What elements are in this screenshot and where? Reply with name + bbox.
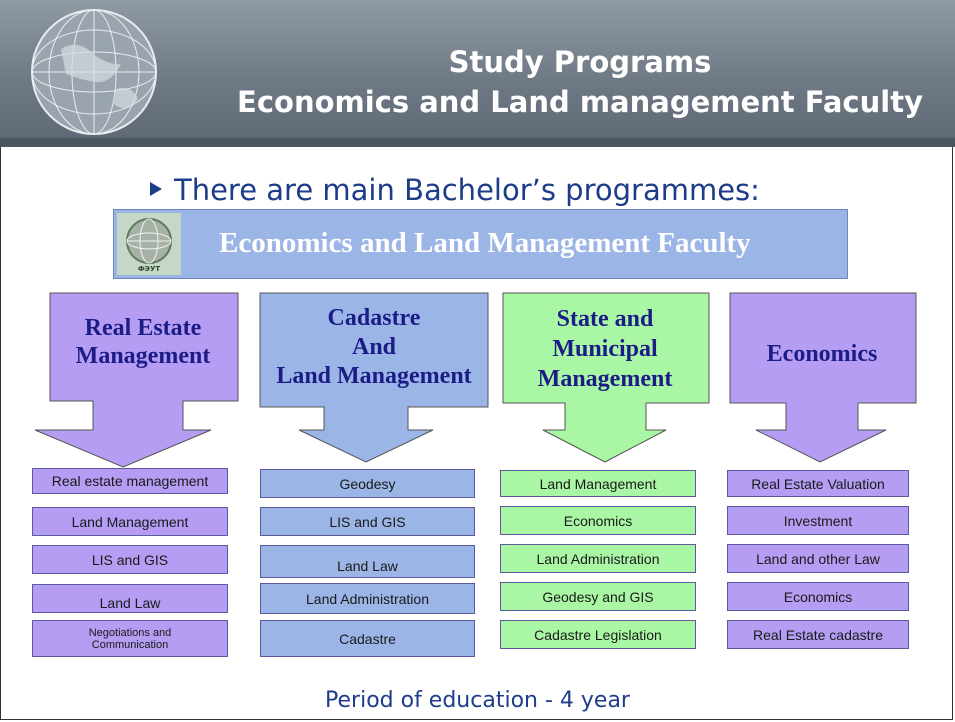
course-item: Land Administration [500, 544, 696, 573]
course-item: Negotiations and Communication [32, 620, 228, 657]
education-period: Period of education - 4 year [325, 688, 630, 713]
program-title: State and Municipal Management [501, 304, 709, 394]
program-title-line: Economics [766, 341, 878, 367]
course-item: Real estate management [32, 468, 228, 494]
program-title-line: Management [537, 366, 673, 392]
bullet-triangle-icon [150, 182, 162, 196]
faculty-title: Economics and Land Management Faculty [219, 227, 751, 259]
course-item: Land Administration [260, 583, 475, 614]
course-item: Land Management [500, 470, 696, 497]
program-arrow [259, 292, 489, 463]
program-title: Economics [728, 340, 916, 368]
program-arrow [34, 292, 239, 468]
bullet-line: There are main Bachelor’s programmes: [150, 173, 760, 207]
course-item: LIS and GIS [32, 545, 228, 574]
header-strip [0, 138, 955, 147]
course-item: Cadastre Legislation [500, 620, 696, 649]
program-title-line: And [351, 334, 397, 360]
program-arrow [502, 292, 710, 463]
header-banner: Study Programs Economics and Land manage… [0, 0, 955, 147]
program-title-line: Municipal [552, 336, 658, 362]
faculty-banner: ФЭУТ Economics and Land Management Facul… [113, 209, 848, 279]
course-item: Real Estate cadastre [727, 620, 909, 649]
course-item: LIS and GIS [260, 507, 475, 536]
course-item: Economics [500, 506, 696, 535]
program-title-line: Management [75, 343, 211, 369]
title-line-1: Study Programs [448, 45, 712, 79]
course-item: Land Law [32, 584, 228, 613]
program-title-line: State and [556, 306, 654, 332]
program-title-line: Cadastre [327, 305, 421, 331]
program-title: Cadastre And Land Management [258, 304, 490, 391]
program-arrow [729, 292, 917, 463]
program-title-line: Land Management [276, 363, 472, 389]
globe-emblem-icon [31, 9, 157, 135]
bullet-text: There are main Bachelor’s programmes: [174, 173, 760, 207]
course-item: Land Law [260, 545, 475, 578]
faculty-logo-text: ФЭУТ [138, 265, 160, 273]
course-item: Geodesy [260, 469, 475, 498]
faculty-logo-icon: ФЭУТ [117, 213, 181, 275]
course-item: Real Estate Valuation [727, 470, 909, 497]
course-item: Geodesy and GIS [500, 582, 696, 611]
program-title: Real Estate Management [53, 314, 233, 370]
page-title: Study Programs Economics and Land manage… [210, 42, 950, 122]
course-item: Economics [727, 582, 909, 611]
course-item: Land and other Law [727, 544, 909, 573]
course-item: Investment [727, 506, 909, 535]
title-line-2: Economics and Land management Faculty [237, 85, 923, 119]
program-title-line: Real Estate [84, 315, 202, 341]
course-item: Land Management [32, 507, 228, 536]
course-item: Cadastre [260, 620, 475, 657]
